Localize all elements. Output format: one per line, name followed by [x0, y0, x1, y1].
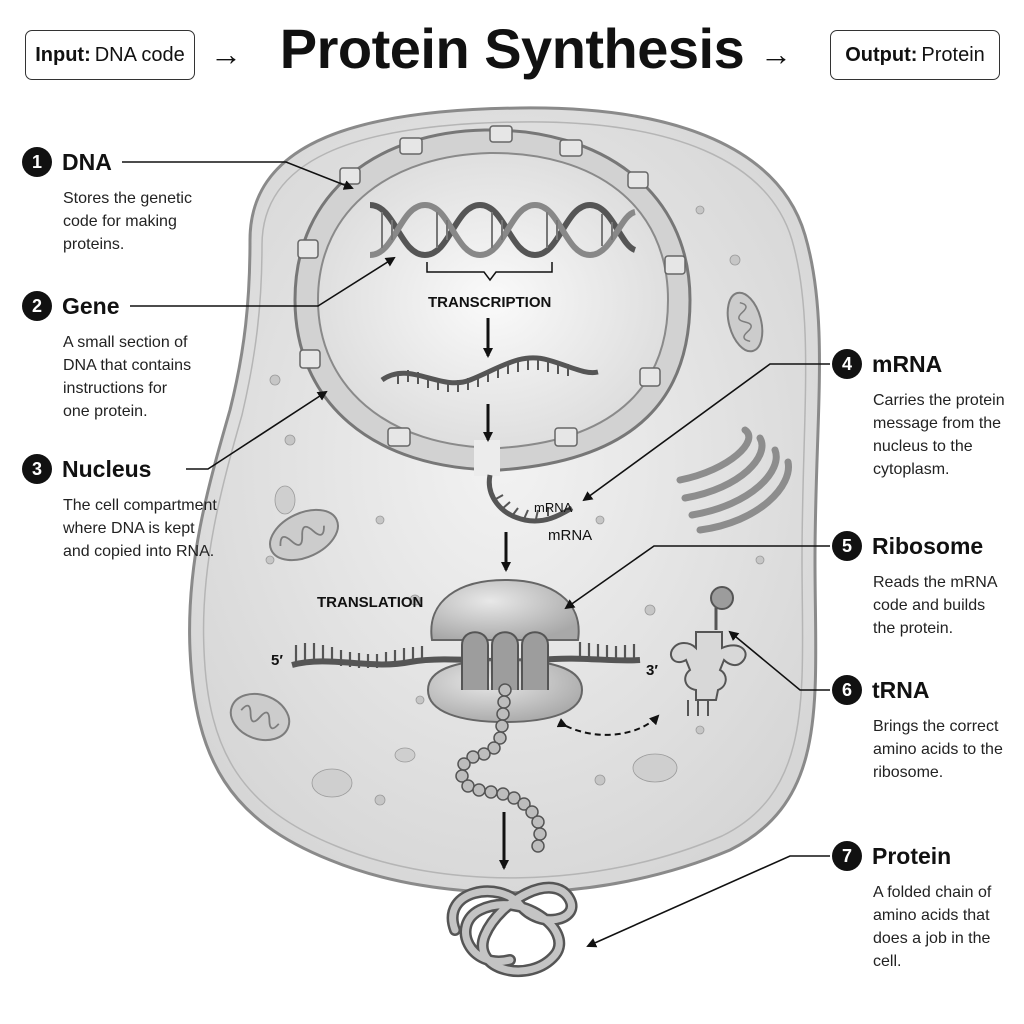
folded-protein — [446, 881, 578, 977]
amino-acid-bead — [484, 785, 498, 799]
callout-title: tRNA — [872, 676, 930, 703]
amino-acid-bead — [495, 719, 509, 733]
header-arrow-right-icon: → — [760, 36, 792, 72]
amino-acid-bead — [507, 791, 521, 805]
amino-acid-bead — [477, 747, 491, 761]
golgi-apparatus — [676, 426, 792, 534]
amino-acid-bead — [461, 779, 475, 793]
callout-description: Stores the genetic code for making prote… — [63, 190, 192, 253]
callout-description: A small section of DNA that contains ins… — [63, 334, 192, 420]
amino-acid-bead — [487, 741, 501, 755]
output-box: Output: Protein — [830, 30, 1000, 80]
trna-exchange-arrow — [556, 714, 660, 736]
input-box: Input: DNA code — [25, 30, 195, 80]
dna-double-helix — [369, 201, 637, 259]
amino-acid-bead — [466, 750, 480, 764]
callout-number: 7 — [832, 841, 862, 871]
amino-acid-bead — [531, 839, 545, 853]
mrna-strand-nucleus — [380, 355, 599, 392]
callout-title: Gene — [62, 292, 120, 319]
callout-title: Protein — [872, 842, 952, 869]
output-label: Output: — [845, 43, 918, 66]
callout-title: DNA — [62, 148, 112, 175]
amino-acid-bead — [496, 707, 510, 721]
callout-nucleus: 3 Nucleus The cell compartment where DNA … — [22, 454, 222, 563]
callout-number: 4 — [832, 349, 862, 379]
amino-acid-bead — [533, 827, 547, 841]
callout-number: 1 — [22, 147, 52, 177]
mrna-label-2: mRNA — [548, 527, 593, 544]
amino-acid-bead — [497, 695, 511, 709]
amino-acid-bead — [525, 805, 539, 819]
callout-title: Nucleus — [62, 455, 152, 482]
amino-acid-bead — [455, 769, 469, 783]
leader-lines — [122, 161, 830, 948]
callout-protein: 7 Protein A folded chain of amino acids t… — [832, 841, 1012, 973]
header-arrow-left-icon: → — [210, 36, 242, 72]
callout-description: Reads the mRNA code and builds the prote… — [873, 574, 997, 637]
amino-acid-bead — [496, 787, 510, 801]
page-title: Protein Synthesis — [279, 17, 745, 80]
callout-ribosome: 5 Ribosome Reads the mRNA code and builds… — [832, 531, 1012, 640]
callout-description: Brings the correct amino acids to the ri… — [873, 718, 1003, 781]
amino-acid-bead — [493, 731, 507, 745]
transcription-label: TRANSCRIPTION — [428, 294, 552, 311]
input-value: DNA code — [94, 43, 185, 66]
gene-bracket — [426, 262, 553, 282]
callout-description: Carries the protein message from the nuc… — [873, 392, 1005, 478]
callout-number: 2 — [22, 291, 52, 321]
callout-number: 6 — [832, 675, 862, 705]
amino-acid-bead — [472, 783, 486, 797]
callout-trna: 6 tRNA Brings the correct amino acids to … — [832, 675, 1012, 784]
callout-gene: 2 Gene A small section of DNA that contai… — [22, 291, 197, 423]
callout-number: 3 — [22, 454, 52, 484]
callout-number: 5 — [832, 531, 862, 561]
callout-mrna: 4 mRNA Carries the protein message from t… — [832, 349, 1007, 481]
mrna-label-1: mRNA — [534, 500, 573, 515]
callout-description: The cell compartment where DNA is kept a… — [63, 497, 217, 560]
callout-title: Ribosome — [872, 532, 984, 559]
trna — [670, 586, 747, 716]
three-prime-label: 3′ — [646, 662, 658, 679]
amino-acid-bead — [531, 815, 545, 829]
translation-label: TRANSLATION — [317, 594, 424, 611]
callout-title: mRNA — [872, 350, 943, 377]
callout-description: A folded chain of amino acids that does … — [873, 884, 992, 970]
input-label: Input: — [35, 43, 91, 66]
cytoplasm-granules — [265, 205, 765, 806]
polypeptide-chain — [455, 683, 547, 853]
mitochondria — [229, 291, 764, 742]
amino-acid-bead — [498, 683, 512, 697]
callout-dna: 1 DNA Stores the genetic code for making … — [22, 147, 197, 256]
amino-acid-bead — [517, 797, 531, 811]
output-value: Protein — [921, 43, 985, 66]
mrna-strand-exiting — [486, 474, 574, 524]
amino-acid-bead — [457, 757, 471, 771]
five-prime-label: 5′ — [271, 652, 283, 669]
